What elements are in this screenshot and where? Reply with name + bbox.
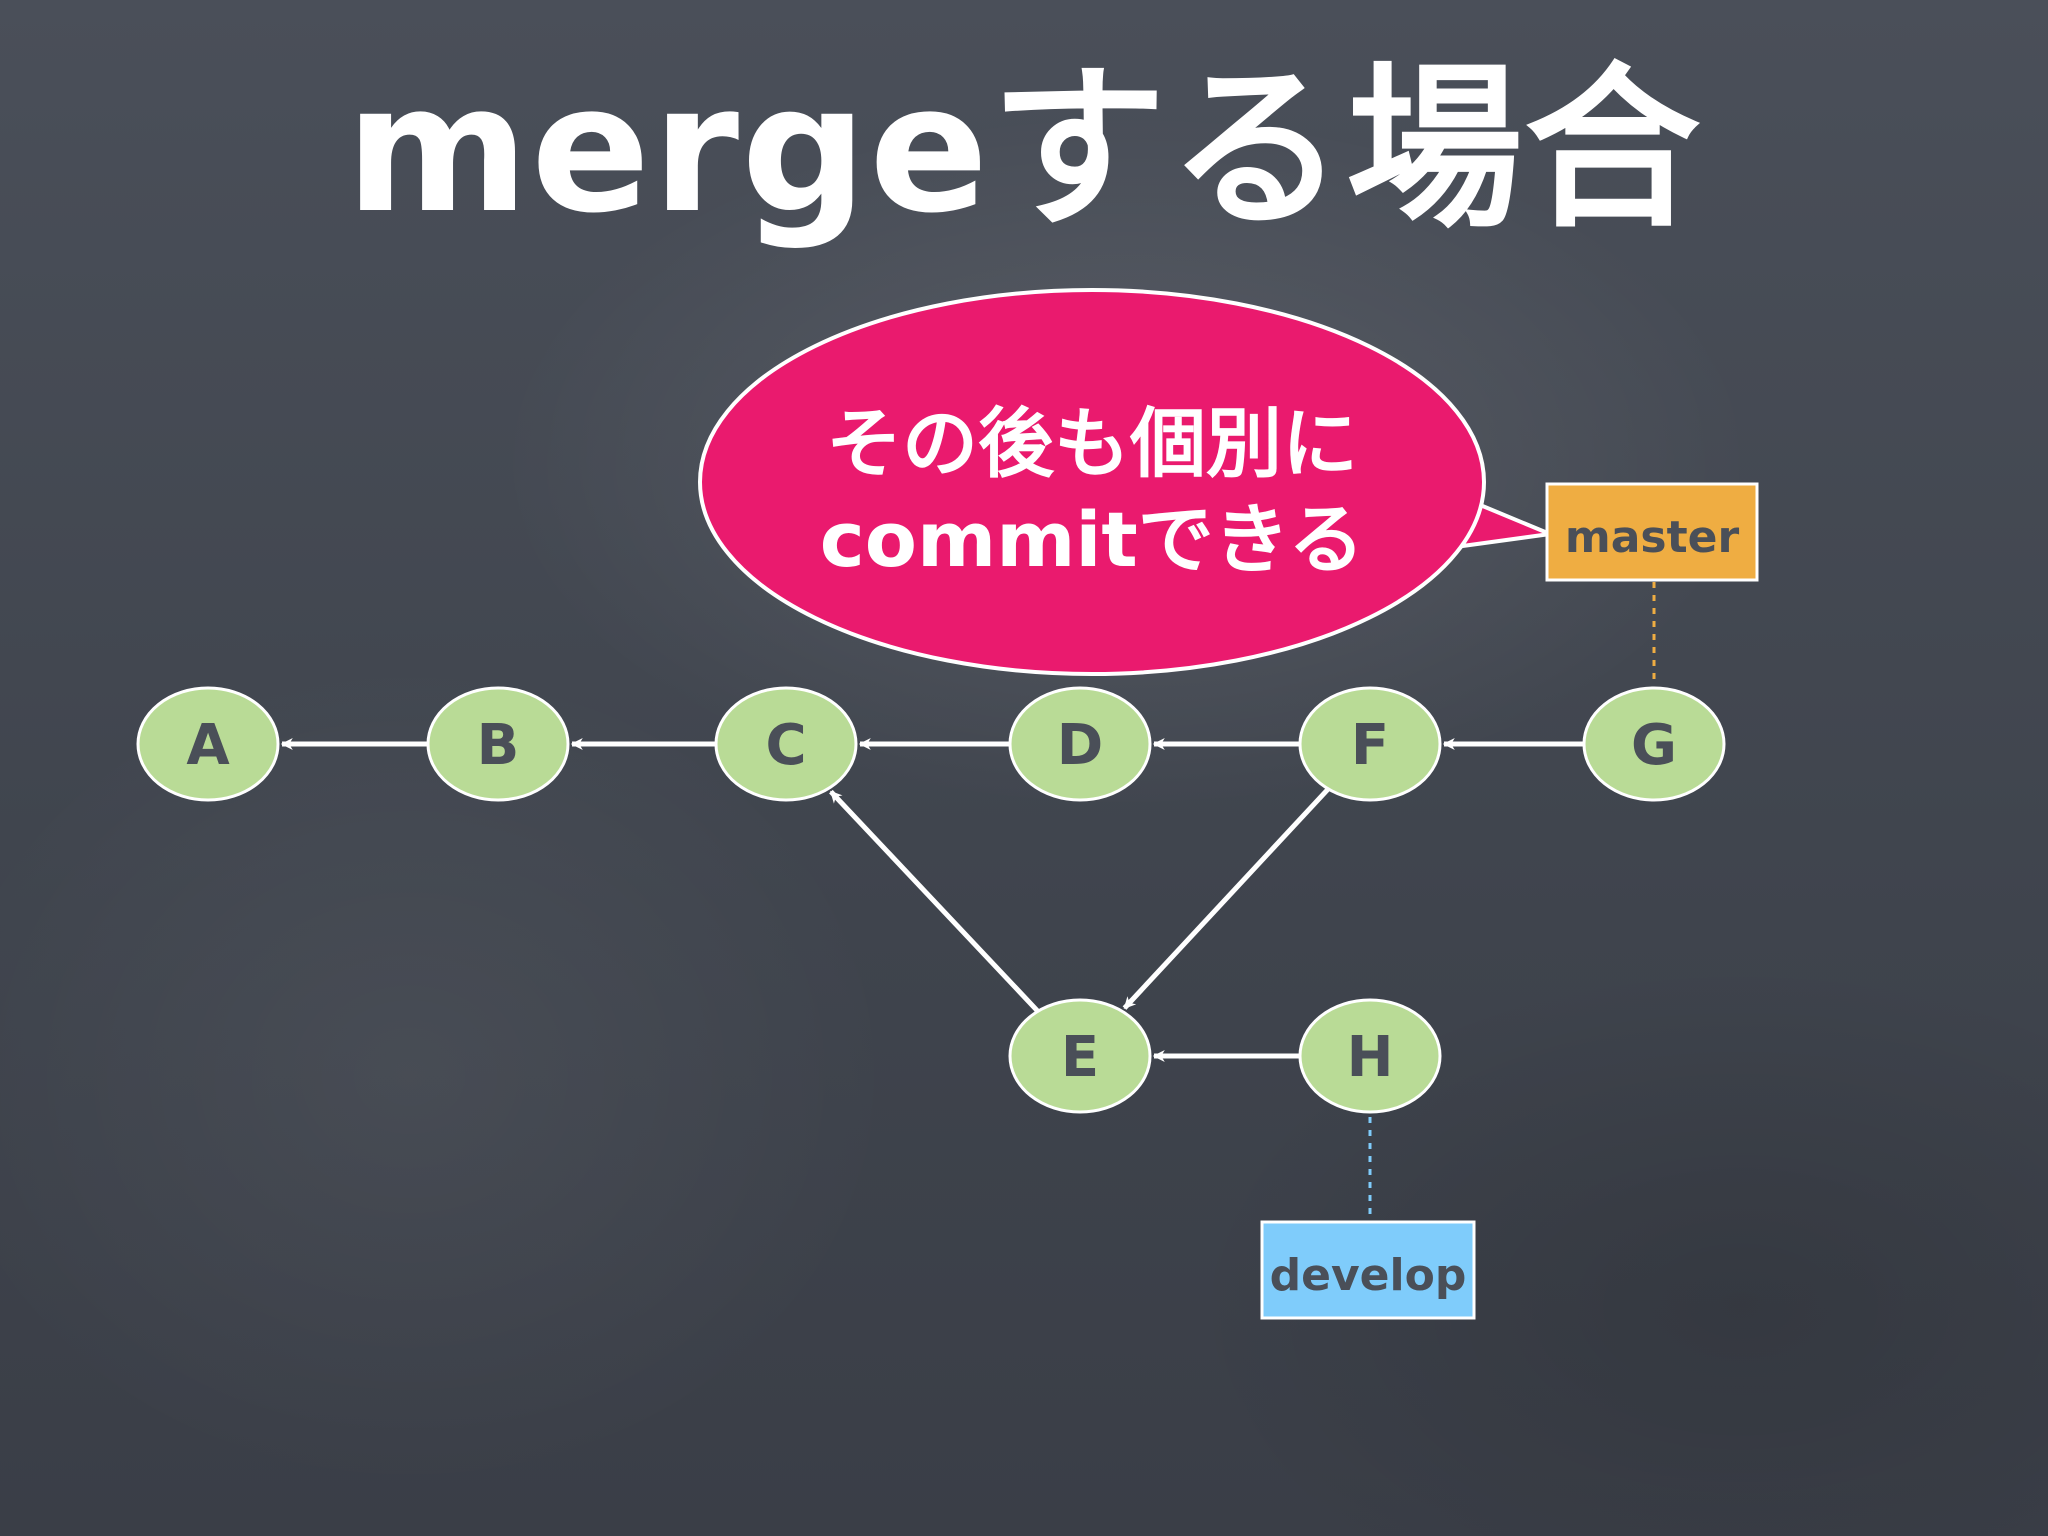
commit-node-shape: [714, 686, 858, 802]
callout-line-2: commitできる: [820, 495, 1365, 584]
slide-title: mergeする場合: [345, 47, 1703, 252]
commit-node-shape: [1298, 686, 1442, 802]
commit-node-label: G: [1631, 713, 1677, 778]
commit-node-g: G: [1582, 686, 1726, 802]
commit-node-label: B: [477, 713, 520, 778]
commit-node-a: A: [136, 686, 280, 802]
commit-node-label: F: [1351, 713, 1389, 778]
edge-f-to-e: [1122, 787, 1331, 1010]
commit-node-label: A: [186, 713, 230, 778]
commit-node-h: H: [1298, 998, 1442, 1114]
commit-edges: [280, 738, 1584, 1062]
speech-bubble-body: [698, 288, 1486, 676]
master-tag-box: [1545, 482, 1759, 582]
commit-node-shape: [136, 686, 280, 802]
commit-node-f: F: [1298, 686, 1442, 802]
develop-tag: develop: [1260, 1220, 1476, 1320]
master-tag: master: [1545, 482, 1759, 582]
commit-node-b: B: [426, 686, 570, 802]
commit-node-label: H: [1347, 1025, 1394, 1090]
edge-e-to-c: [829, 789, 1040, 1013]
commit-node-label: D: [1057, 713, 1103, 778]
commit-node-d: D: [1008, 686, 1152, 802]
commit-node-c: C: [714, 686, 858, 802]
commit-nodes: A B C D F G E H: [136, 686, 1726, 1114]
master-tag-label: master: [1565, 512, 1740, 563]
callout-line-1: その後も個別に: [826, 399, 1358, 488]
commit-node-label: E: [1061, 1025, 1099, 1090]
speech-bubble: その後も個別に commitできる: [698, 288, 1552, 676]
develop-tag-box: [1260, 1220, 1476, 1320]
commit-node-shape: [426, 686, 570, 802]
commit-node-label: C: [765, 713, 806, 778]
commit-node-shape: [1298, 998, 1442, 1114]
commit-node-shape: [1582, 686, 1726, 802]
commit-node-e: E: [1008, 998, 1152, 1114]
develop-tag-label: develop: [1270, 1250, 1467, 1301]
commit-node-shape: [1008, 998, 1152, 1114]
commit-node-shape: [1008, 686, 1152, 802]
